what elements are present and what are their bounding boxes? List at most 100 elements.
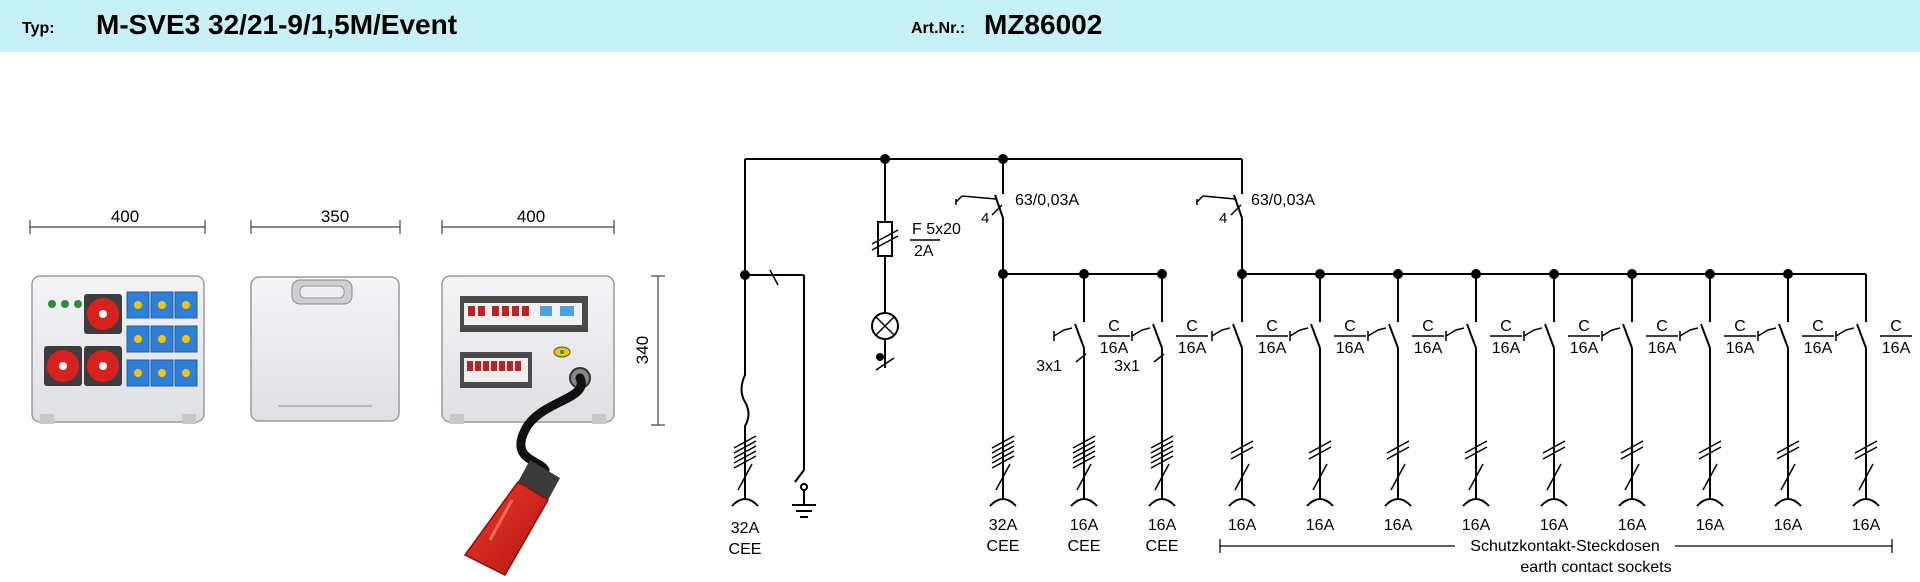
- breaker-type-label: C: [1422, 318, 1434, 335]
- breaker-type-label: C: [1734, 318, 1746, 335]
- dimension-height: [651, 275, 665, 426]
- schuko-rating: 16A: [1540, 517, 1569, 534]
- type-value: M-SVE3 32/21-9/1,5M/Event: [96, 9, 458, 40]
- breaker-contact: [1856, 323, 1867, 349]
- cee-socket-front: [44, 294, 122, 386]
- breaker-type-label: C: [1500, 318, 1512, 335]
- schuko-outlet-symbol: [1852, 498, 1880, 507]
- breaker-actuator: [1445, 329, 1457, 337]
- article-label: Art.Nr.:: [911, 20, 966, 37]
- out-cee16-type: CEE: [1068, 538, 1101, 555]
- breaker-poles-label: 3x1: [1114, 358, 1140, 375]
- breaker-type-label: C: [1186, 318, 1198, 335]
- breaker-type-label: C: [1656, 318, 1668, 335]
- breaker-current-label: 16A: [1258, 340, 1287, 357]
- schuko-rating: 16A: [1228, 517, 1257, 534]
- dimension-back-label: 400: [517, 207, 545, 226]
- breaker-type-label: C: [1890, 318, 1902, 335]
- breaker-current-label: 16A: [1100, 340, 1129, 357]
- breaker-type-label: C: [1578, 318, 1590, 335]
- breaker-current-label: 16A: [1882, 340, 1911, 357]
- cee16-outlet-symbol: [1148, 498, 1176, 507]
- schuko-outlet-symbol: [1540, 498, 1568, 507]
- breaker-contact: [1388, 323, 1399, 349]
- breaker-current-label: 16A: [1178, 340, 1207, 357]
- schuko-rating: 16A: [1384, 517, 1413, 534]
- schuko-rating: 16A: [1696, 517, 1725, 534]
- breaker-actuator: [1131, 329, 1143, 337]
- breaker-contact: [1700, 323, 1711, 349]
- rcd1-poles: 4: [981, 210, 989, 227]
- fuse-value: 2A: [914, 243, 934, 260]
- breaker-actuator: [1367, 329, 1379, 337]
- junction-dots: [740, 154, 1793, 280]
- schuko-outlet-symbol: [1384, 498, 1412, 507]
- inlet-type: CEE: [729, 541, 762, 558]
- schuko-outlet-symbol: [1696, 498, 1724, 507]
- breaker-contact: [1778, 323, 1789, 349]
- breaker-actuator: [1835, 329, 1847, 337]
- dimension-front: [29, 220, 206, 234]
- breaker-type-label: C: [1812, 318, 1824, 335]
- schuko-outlet-symbol: [1774, 498, 1802, 507]
- rcd1-rating: 63/0,03A: [1015, 192, 1079, 209]
- breaker-type-label: C: [1344, 318, 1356, 335]
- type-label: Typ:: [22, 20, 55, 37]
- indicator-lamps: [48, 300, 82, 308]
- schuko-rating: 16A: [1306, 517, 1335, 534]
- out-cee16-rating: 16A: [1148, 517, 1177, 534]
- out-cee32-type: CEE: [987, 538, 1020, 555]
- schuko-rating: 16A: [1618, 517, 1647, 534]
- breaker-actuator: [1601, 329, 1613, 337]
- schematic: [731, 158, 1893, 553]
- header-bar: Typ: M-SVE3 32/21-9/1,5M/Event Art.Nr.: …: [0, 0, 1920, 52]
- schuko-outlet-symbol: [1462, 498, 1490, 507]
- breaker-contact: [1074, 323, 1085, 349]
- breaker-current-label: 16A: [1414, 340, 1443, 357]
- breaker-type-label: C: [1266, 318, 1278, 335]
- dimension-height-label: 340: [633, 336, 652, 364]
- rcd2-poles: 4: [1219, 210, 1227, 227]
- breaker-contact: [1310, 323, 1321, 349]
- schuko-outlet-symbol: [1618, 498, 1646, 507]
- breaker-contact: [1622, 323, 1633, 349]
- breaker-actuator: [1679, 329, 1691, 337]
- breaker-current-label: 16A: [1648, 340, 1677, 357]
- schuko-rating: 16A: [1774, 517, 1803, 534]
- schuko-rating: 16A: [1852, 517, 1881, 534]
- article-value: MZ86002: [984, 9, 1103, 40]
- rcd2-rating: 63/0,03A: [1251, 192, 1315, 209]
- cee16-outlet-symbol: [1070, 498, 1098, 507]
- cee-plug: [463, 460, 560, 576]
- inlet-rating: 32A: [731, 520, 760, 537]
- breaker-current-label: 16A: [1492, 340, 1521, 357]
- dimension-back: [441, 220, 615, 234]
- front-view: [31, 275, 205, 424]
- out-cee16-type: CEE: [1146, 538, 1179, 555]
- out-cee16-rating: 16A: [1070, 517, 1099, 534]
- breaker-contact: [1544, 323, 1555, 349]
- breaker-actuator: [1523, 329, 1535, 337]
- dimension-side: [250, 220, 401, 234]
- breaker-current-label: 16A: [1570, 340, 1599, 357]
- schuko-outlet-symbol: [1306, 498, 1334, 507]
- schuko-label-de: Schutzkontakt-Steckdosen: [1470, 538, 1659, 555]
- breaker-contact: [1232, 323, 1243, 349]
- breaker-actuator: [1289, 329, 1301, 337]
- out-cee32-rating: 32A: [989, 517, 1018, 534]
- breaker-poles-label: 3x1: [1036, 358, 1062, 375]
- breaker-contact: [1466, 323, 1477, 349]
- breaker-type-label: C: [1108, 318, 1120, 335]
- breaker-current-label: 16A: [1804, 340, 1833, 357]
- breaker-actuator: [1757, 329, 1769, 337]
- breaker-current-label: 16A: [1726, 340, 1755, 357]
- breaker-actuator: [1053, 329, 1065, 337]
- schuko-label-en: earth contact sockets: [1520, 559, 1671, 576]
- breaker-contact: [1152, 323, 1163, 349]
- incoming-cable-marks: [733, 435, 757, 491]
- dimension-side-label: 350: [321, 207, 349, 226]
- schuko-outlet-symbol: [1228, 498, 1256, 507]
- breaker-current-label: 16A: [1336, 340, 1365, 357]
- fuse-label: F 5x20: [912, 221, 961, 238]
